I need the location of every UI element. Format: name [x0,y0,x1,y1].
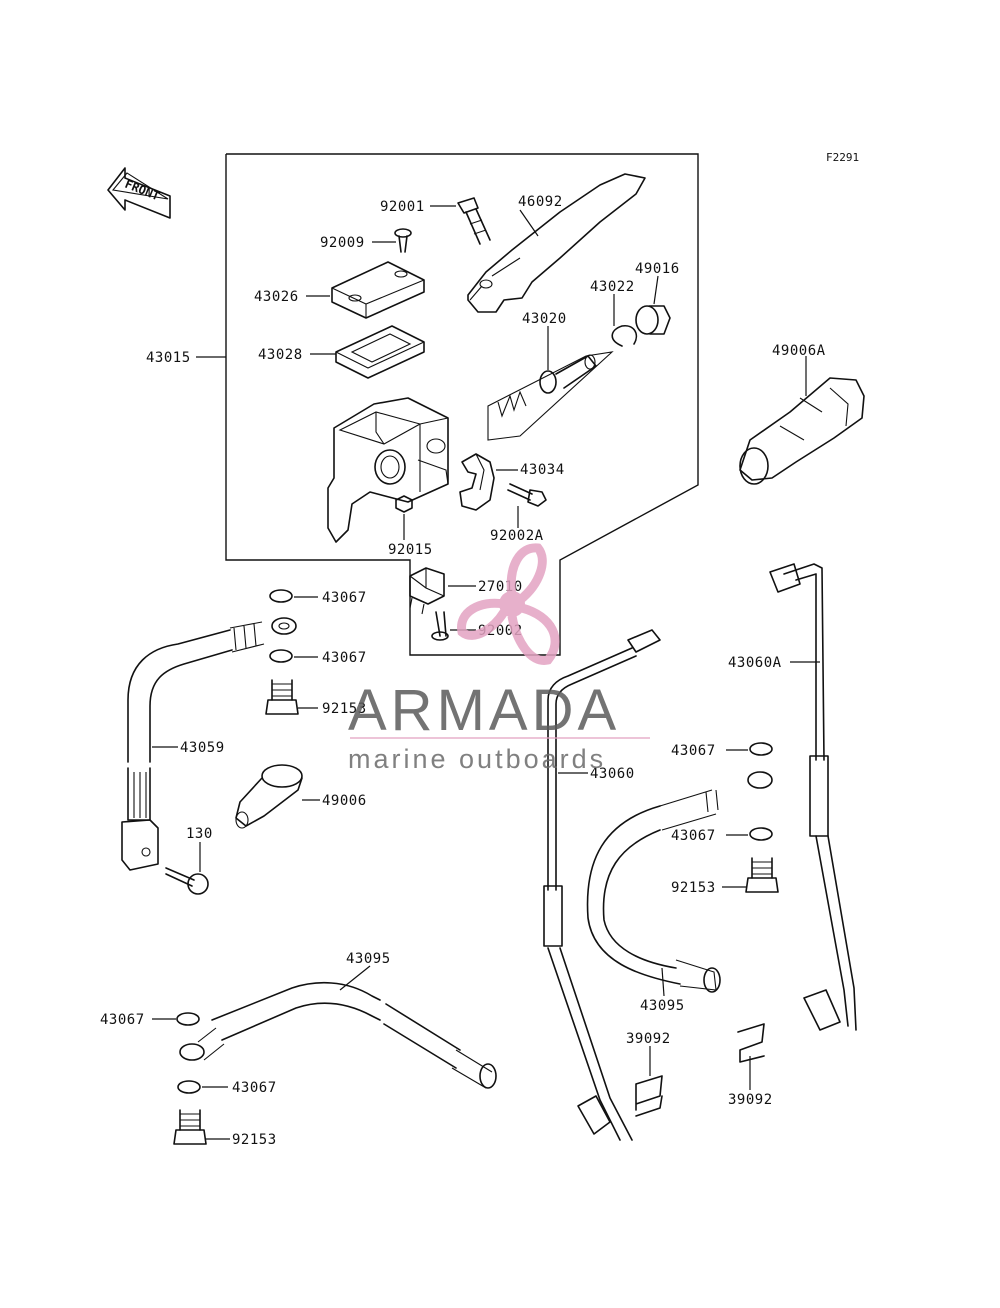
label-43067-d: 43067 [671,828,716,844]
banjo-bolt-92153-b [745,857,779,893]
banjo-bolt-92153-a [265,679,299,715]
bolt-92002A [507,483,547,507]
hose-43060A [769,563,857,1031]
label-43067-c: 43067 [671,743,716,759]
label-43095-a: 43095 [346,951,391,967]
boot-49006 [235,764,303,829]
clip-39092-b [737,1023,765,1063]
label-43026: 43026 [254,289,299,305]
diagram-code: F2291 [826,151,859,164]
label-43020: 43020 [522,311,567,327]
front-direction-label: FRONT [123,177,162,204]
label-92015: 92015 [388,542,433,558]
label-43034: 43034 [520,462,565,478]
master-cylinder-body-43015 [327,397,449,543]
banjo-bolt-92153-c [173,1109,207,1145]
clamp-43034 [459,453,495,511]
label-92001: 92001 [380,199,425,215]
label-43015: 43015 [146,350,191,366]
watermark-brand: ARMADA [348,678,620,743]
washer-43067-f [177,1080,201,1094]
label-39092-a: 39092 [626,1031,671,1047]
label-43059: 43059 [180,740,225,756]
washer-43067-a [269,589,293,603]
label-49016: 49016 [635,261,680,277]
label-43060A: 43060A [728,655,782,671]
label-43060: 43060 [590,766,635,782]
label-92153-b: 92153 [671,880,716,896]
label-49006A: 49006A [772,343,826,359]
switch-cover-49006A [739,377,865,485]
label-92002A: 92002A [490,528,544,544]
front-arrow-icon: FRONT [107,167,171,219]
label-43067-e: 43067 [100,1012,145,1028]
armada-watermark: ARMADA marine outboards [348,543,650,774]
bolt-130 [165,867,209,895]
label-130: 130 [186,826,213,842]
propeller-logo-icon [457,543,560,665]
label-92009: 92009 [320,235,365,251]
pivot-bolt-92001 [457,197,491,245]
reservoir-cap-43026 [331,261,425,319]
screw-92009 [394,228,412,253]
label-92153-c: 92153 [232,1132,277,1148]
label-43067-a: 43067 [322,590,367,606]
assembly-frame [225,153,699,656]
label-43028: 43028 [258,347,303,363]
label-46092: 46092 [518,194,563,210]
clutch-lever-46092 [467,173,646,313]
label-39092-b: 39092 [728,1092,773,1108]
hose-43095-left [179,981,497,1089]
label-43095-b: 43095 [640,998,685,1014]
label-49006: 49006 [322,793,367,809]
circlip-43022 [611,324,638,347]
screw-92002 [431,611,449,641]
dust-boot-49016 [635,305,671,335]
switch-27010 [409,567,445,615]
hose-43059 [121,617,297,871]
piston-assembly-43020 [487,351,614,441]
label-43067-f: 43067 [232,1080,277,1096]
label-92153-a: 92153 [322,701,367,717]
washer-43067-e [176,1012,200,1026]
watermark-tagline: marine outboards [348,744,606,774]
hose-43060 [543,629,661,1141]
label-43022: 43022 [590,279,635,295]
nut-92015 [395,495,413,513]
clip-39092-a [635,1075,663,1117]
diaphragm-43028 [335,325,425,379]
washer-43067-d [749,827,773,841]
washer-43067-b [269,649,293,663]
label-43067-b: 43067 [322,650,367,666]
leader-lines [152,205,820,1140]
hose-43095-right [586,771,773,993]
washer-43067-c [749,742,773,756]
